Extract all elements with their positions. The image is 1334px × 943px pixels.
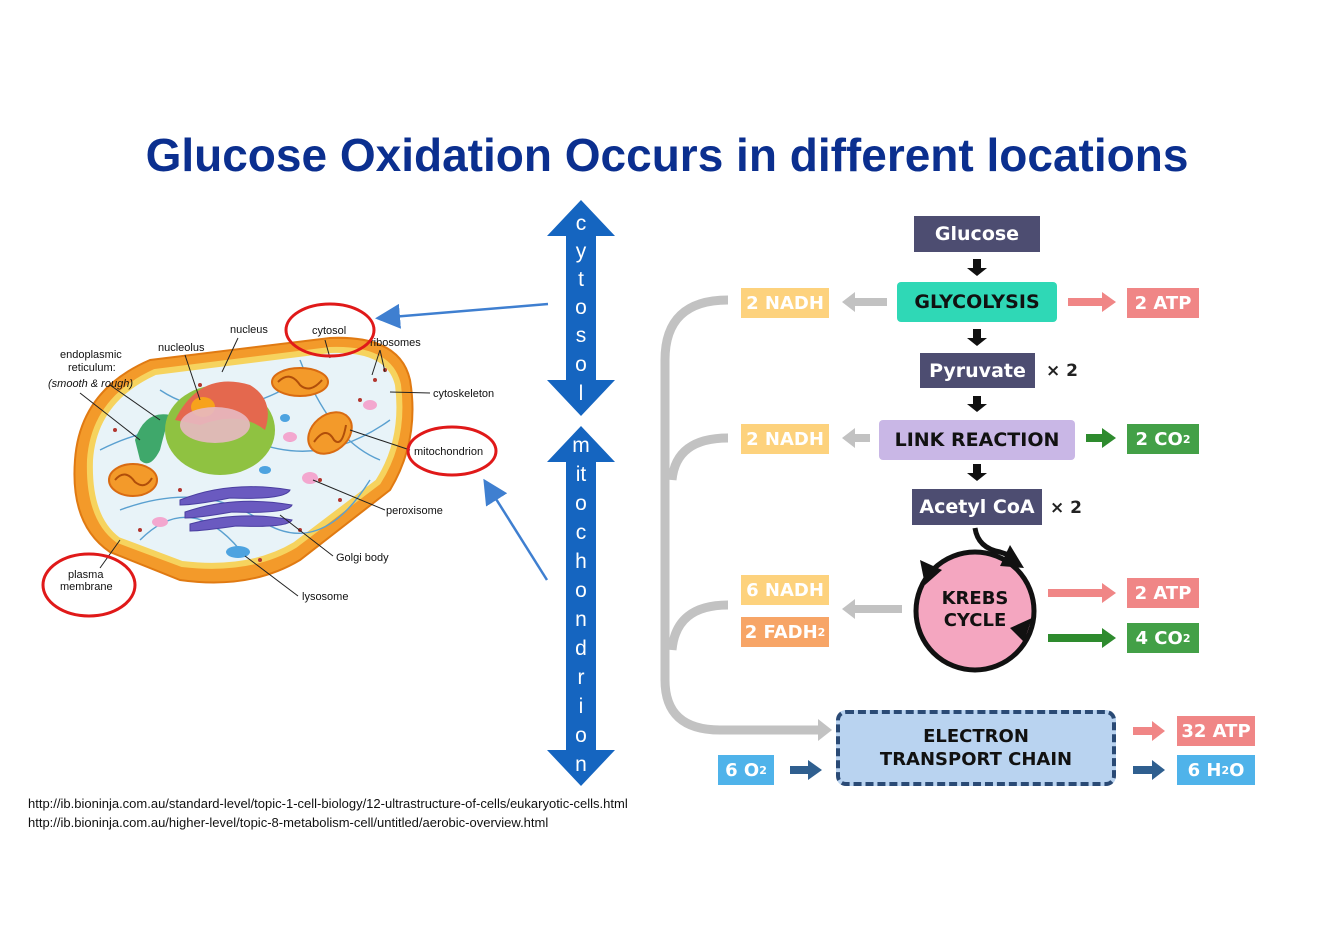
arrow-krebs-atp: [1048, 583, 1116, 603]
down-arrow-2: [967, 329, 987, 346]
arrow-etc-atp: [1133, 721, 1165, 741]
label-plasma-2: membrane: [60, 581, 113, 593]
label-cytoskeleton: cytoskeleton: [433, 388, 494, 400]
golgi-shape: [179, 486, 293, 532]
label-er-2: reticulum:: [68, 362, 116, 374]
arrow-glyc-nadh: [842, 292, 887, 312]
label-lysosome: lysosome: [302, 591, 348, 603]
acetyl-multiplier: × 2: [1050, 498, 1082, 518]
label-golgi: Golgi body: [336, 552, 389, 564]
down-arrow-4: [967, 464, 987, 481]
source-link-1[interactable]: http://ib.bioninja.com.au/standard-level…: [28, 796, 628, 811]
arrow-glyc-atp: [1068, 292, 1116, 312]
page-title: Glucose Oxidation Occurs in different lo…: [145, 129, 1189, 181]
krebs-nadh: 6 NADH: [741, 575, 829, 605]
mitochondrion-shapes: [108, 367, 353, 497]
link-reaction-box: LINK REACTION: [879, 420, 1075, 460]
nadh-collector-line: [660, 295, 818, 735]
etc-atp: 32 ATP: [1177, 716, 1255, 746]
label-cytosol: cytosol: [312, 325, 346, 337]
label-er-1: endoplasmic: [60, 349, 122, 361]
arrow-krebs-co2: [1048, 628, 1116, 648]
highlight-cytosol: [284, 302, 376, 358]
label-peroxisome: peroxisome: [386, 505, 443, 517]
arrow-krebs-nadh: [842, 599, 902, 619]
glycolysis-nadh: 2 NADH: [741, 288, 829, 318]
glycolysis-atp: 2 ATP: [1127, 288, 1199, 318]
highlight-plasma-membrane: [41, 552, 137, 618]
label-plasma-1: plasma: [68, 569, 104, 581]
arrow-o2-etc: [790, 760, 822, 780]
label-nucleolus: nucleolus: [158, 342, 205, 354]
krebs-cycle-circle: [913, 549, 1037, 673]
acetyl-coa-box: Acetyl CoA: [912, 489, 1042, 525]
label-ribosomes: ribosomes: [370, 337, 421, 349]
electron-transport-chain-box: ELECTRON TRANSPORT CHAIN: [836, 710, 1116, 786]
pyruvate-multiplier: × 2: [1046, 361, 1078, 381]
krebs-atp: 2 ATP: [1127, 578, 1199, 608]
arrow-etc-h2o: [1133, 760, 1165, 780]
down-arrow-1: [967, 259, 987, 276]
down-arrow-3: [967, 396, 987, 412]
krebs-cycle-label: KREBS CYCLE: [941, 588, 1009, 631]
arrow-link-nadh: [842, 428, 870, 448]
glucose-box: Glucose: [914, 216, 1040, 252]
highlight-mitochondrion: [406, 425, 498, 477]
arrow-link-co2: [1086, 428, 1116, 448]
label-mitochondrion: mitochondrion: [414, 446, 483, 458]
er-shape: [135, 414, 170, 464]
label-nucleus: nucleus: [230, 324, 268, 336]
label-er-3: (smooth & rough): [48, 378, 133, 390]
source-link-2[interactable]: http://ib.bioninja.com.au/higher-level/t…: [28, 815, 549, 830]
link-nadh: 2 NADH: [741, 424, 829, 454]
pyruvate-box: Pyruvate: [920, 353, 1035, 388]
animal-cell-diagram: nucleus nucleolus cytosol ribosomes endo…: [41, 302, 498, 618]
glycolysis-box: GLYCOLYSIS: [897, 282, 1057, 322]
